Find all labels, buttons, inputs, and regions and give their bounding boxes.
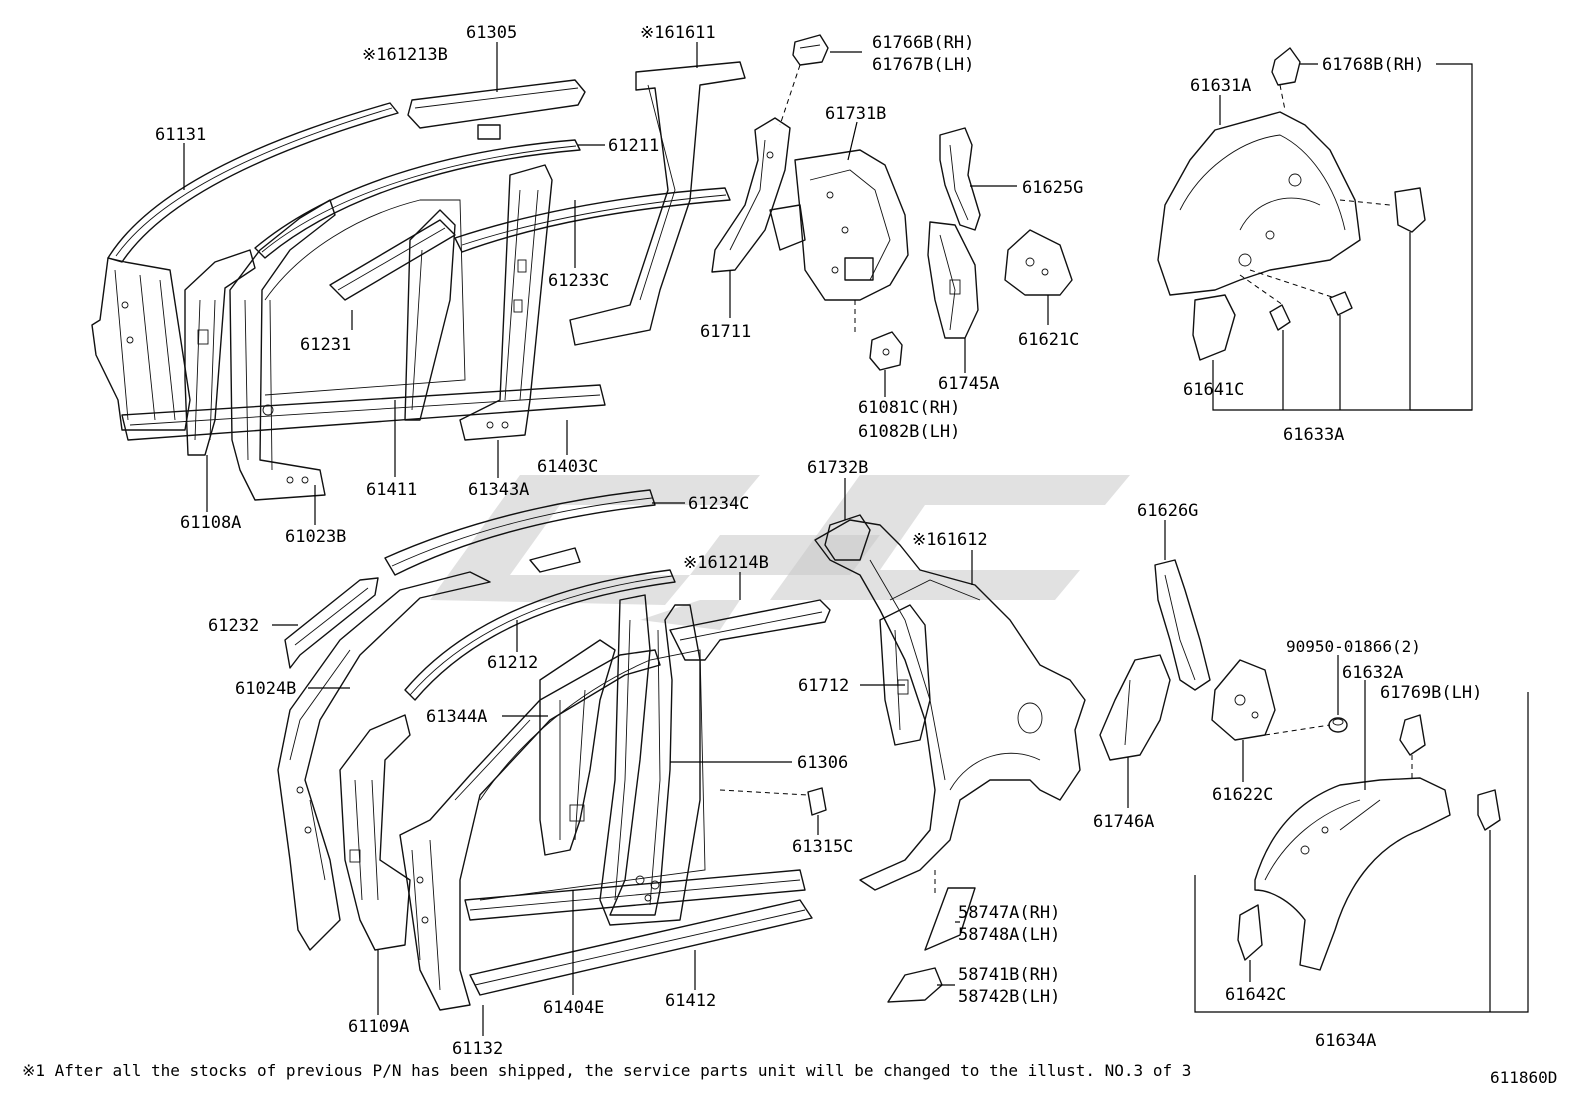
label-61625g: 61625G xyxy=(1022,178,1083,198)
label-61305: 61305 xyxy=(466,23,517,43)
label-61212: 61212 xyxy=(487,653,538,673)
bracket-61621c xyxy=(1004,229,1073,296)
label-61626g: 61626G xyxy=(1137,501,1198,521)
label-61732b: 61732B xyxy=(807,458,868,478)
bracket-61732b xyxy=(824,514,871,561)
leader-lines xyxy=(183,42,1529,1036)
bracket-61625g xyxy=(939,127,981,231)
label-61731b: 61731B xyxy=(825,104,886,124)
label-58741b: 58741B(RH) xyxy=(958,965,1060,985)
upper-left-body-side xyxy=(91,79,731,501)
label-61231: 61231 xyxy=(300,335,351,355)
label-61108a: 61108A xyxy=(180,513,241,533)
label-61745a: 61745A xyxy=(938,374,999,394)
watermark-logo xyxy=(430,475,1130,630)
label-61404e: 61404E xyxy=(543,998,604,1018)
label-61403c: 61403C xyxy=(537,457,598,477)
label-61315c: 61315C xyxy=(792,837,853,857)
label-61082b: 61082B(LH) xyxy=(858,422,960,442)
label-61131: 61131 xyxy=(155,125,206,145)
label-61109a: 61109A xyxy=(348,1017,409,1037)
seal-58741b xyxy=(887,967,943,1003)
label-61306: 61306 xyxy=(797,753,848,773)
rear-pillar-reinforcement-lower xyxy=(879,604,931,746)
label-61081c: 61081C(RH) xyxy=(858,398,960,418)
bracket-61746a xyxy=(1099,654,1171,761)
rear-quarter-outer-upper xyxy=(569,61,746,346)
part-labels: 61131 ※161213B 61305 ※161611 61766B(RH) … xyxy=(155,23,1482,1059)
label-61631a: 61631A xyxy=(1190,76,1251,96)
label-61132: 61132 xyxy=(452,1039,503,1059)
label-161612: ※161612 xyxy=(912,530,988,550)
label-61712: 61712 xyxy=(798,676,849,696)
label-61023b: 61023B xyxy=(285,527,346,547)
wheel-house-outer-lower xyxy=(1237,714,1501,971)
label-58748a: 58748A(LH) xyxy=(958,925,1060,945)
figure-id: 611860D xyxy=(1490,1068,1557,1087)
label-61024b: 61024B xyxy=(235,679,296,699)
label-61211: 61211 xyxy=(608,136,659,156)
rear-quarter-outer-lower xyxy=(814,519,1086,891)
seal-58747a xyxy=(924,887,976,951)
label-61344a: 61344A xyxy=(426,707,487,727)
label-58747a: 58747A(RH) xyxy=(958,903,1060,923)
label-161611: ※161611 xyxy=(640,23,716,43)
label-61642c: 61642C xyxy=(1225,985,1286,1005)
label-61621c: 61621C xyxy=(1018,330,1079,350)
bracket-61745a xyxy=(927,221,979,339)
label-61711: 61711 xyxy=(700,322,751,342)
lower-left-body-side xyxy=(277,489,831,1011)
bracket-61622c xyxy=(1211,659,1276,741)
label-61234c: 61234C xyxy=(688,494,749,514)
label-61343a: 61343A xyxy=(468,480,529,500)
label-61769b: 61769B(LH) xyxy=(1380,683,1482,703)
label-61622c: 61622C xyxy=(1212,785,1273,805)
label-161214b: ※161214B xyxy=(683,553,769,573)
grommet-90950 xyxy=(1328,717,1348,733)
bracket-61626g xyxy=(1154,559,1211,691)
label-61232: 61232 xyxy=(208,616,259,636)
label-61641c: 61641C xyxy=(1183,380,1244,400)
label-61767b: 61767B(LH) xyxy=(872,55,974,75)
bracket-61081c xyxy=(869,331,903,371)
label-61412: 61412 xyxy=(665,991,716,1011)
label-61746a: 61746A xyxy=(1093,812,1154,832)
label-61766b: 61766B(RH) xyxy=(872,33,974,53)
label-61633a: 61633A xyxy=(1283,425,1344,445)
label-61632a: 61632A xyxy=(1342,663,1403,683)
bracket-61766b xyxy=(792,34,829,66)
label-61233c: 61233C xyxy=(548,271,609,291)
wheel-house-inner-upper xyxy=(1157,47,1426,361)
label-61634a: 61634A xyxy=(1315,1031,1376,1051)
label-61411: 61411 xyxy=(366,480,417,500)
label-58742b: 58742B(LH) xyxy=(958,987,1060,1007)
rear-pillar-reinforcement-upper xyxy=(711,117,791,273)
footnote: ※1 After all the stocks of previous P/N … xyxy=(22,1061,1191,1080)
label-61768b: 61768B(RH) xyxy=(1322,55,1424,75)
label-161213b: ※161213B xyxy=(362,45,448,65)
label-90950: 90950-01866(2) xyxy=(1286,637,1421,656)
rear-inner-panel-upper xyxy=(769,149,909,301)
